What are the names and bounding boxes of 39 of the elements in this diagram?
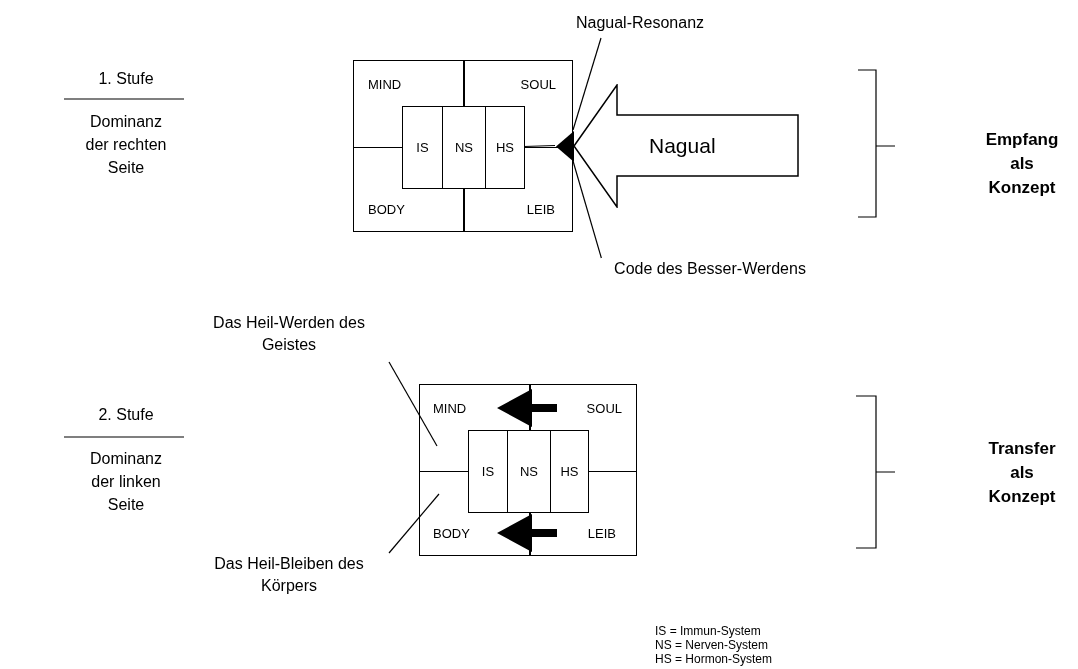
text-label: IS = Immun-System [655,624,762,638]
quadrant-label: SOUL [520,78,556,92]
leader-line [388,493,440,554]
wedge-marker [556,131,574,162]
text-label: NS = Nerven-System [655,638,770,652]
system-box: HS [485,106,525,189]
callout-text: Das Heil-Werden des Geistes [212,313,366,355]
text-label: Empfang als Konzept [984,129,1060,199]
system-box: IS [402,106,443,189]
quadrant-label: LEIB [526,203,555,217]
text-label: 1. Stufe [97,69,155,89]
text-label: Dominanz der rechten Seite [84,112,168,178]
quadrant-frame [353,60,573,232]
block-arrow [497,389,557,427]
system-box: IS [468,430,508,513]
callout-text: Code des Besser-Werdens [614,259,806,279]
leader-line [523,144,556,148]
system-box: HS [550,430,589,513]
quadrant-label: MIND [433,402,467,416]
arrow-label: Nagual [649,134,716,158]
callout-text: Nagual-Resonanz [575,13,705,33]
leader-line [572,37,602,131]
quadrant-frame [419,384,637,556]
text-label: HS = Hormon-System [655,652,774,666]
leader-line [572,160,602,259]
text-label: Transfer als Konzept [987,438,1057,508]
text-label: Dominanz der linken Seite [89,449,163,515]
callout-text: Das Heil-Bleiben des Körpers [213,554,365,596]
quadrant-label: BODY [433,527,470,541]
system-box: NS [507,430,551,513]
block-arrow [573,84,799,208]
system-box: NS [442,106,486,189]
block-arrow [497,514,557,552]
text-label: 2. Stufe [97,405,155,425]
quadrant-label: LEIB [587,527,616,541]
quadrant-label: SOUL [586,402,622,416]
quadrant-label: BODY [368,203,405,217]
quadrant-label: MIND [368,78,402,92]
leader-line [388,361,438,447]
